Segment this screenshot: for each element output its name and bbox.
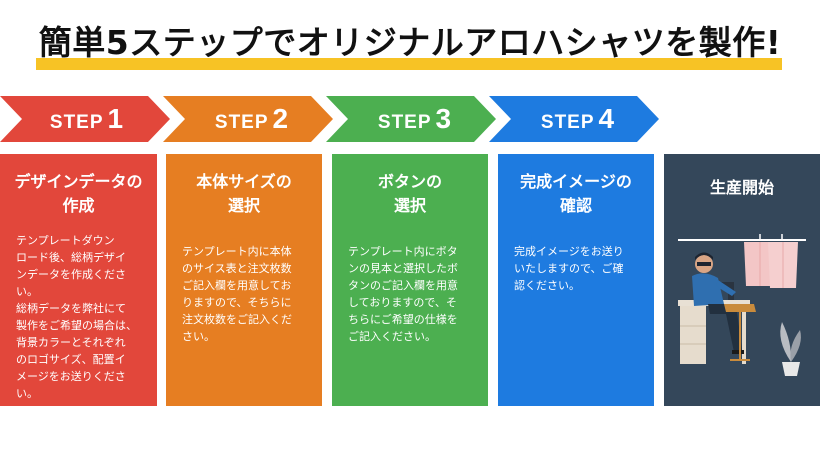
step-3-word: STEP (377, 112, 432, 133)
step-1-card: デザインデータの 作成 テンプレートダウン ロード後、総柄デザイ ンデータを作成… (0, 154, 157, 406)
production-start-title: 生産開始 (709, 178, 774, 197)
title-underline (36, 58, 782, 70)
step-1-body: テンプレートダウン ロード後、総柄デザイ ンデータを作成くださ い。 総柄データ… (16, 234, 137, 400)
step-2-card: 本体サイズの 選択 テンプレート内に本体 のサイス表と注文枚数 ご記入欄を用意し… (166, 154, 322, 406)
step-1-word: STEP (49, 112, 104, 133)
step-4-card: 完成イメージの 確認 完成イメージをお送り いたしますので、ご確 認ください。 (498, 154, 654, 406)
page-title: 簡単5ステップでオリジナルアロハシャツを製作! (38, 23, 782, 62)
step-3-number: 3 (435, 103, 453, 134)
step-3-card: ボタンの 選択 テンプレート内にボタ ンの見本と選択したボ タンのご記入欄を用意… (332, 154, 488, 406)
step-2-word: STEP (214, 112, 269, 133)
step-1-title: デザインデータの 作成 (14, 172, 143, 215)
production-start-card: 生産開始 (664, 154, 820, 406)
step-3-body: テンプレート内にボタ ンの見本と選択したボ タンのご記入欄を用意 しておりますの… (348, 245, 458, 343)
step-2-number: 2 (272, 103, 290, 134)
step-4-word: STEP (540, 112, 595, 133)
step-3-title: ボタンの 選択 (377, 172, 442, 215)
step-1-number: 1 (107, 103, 125, 134)
step-2-body: テンプレート内に本体 のサイス表と注文枚数 ご記入欄を用意してお りますので、そ… (182, 245, 292, 343)
step-2-title: 本体サイズの 選択 (196, 172, 292, 215)
step-4-title: 完成イメージの 確認 (520, 172, 632, 215)
sewing-worker-illustration (678, 234, 806, 376)
step-4-number: 4 (598, 103, 616, 134)
step-4-body: 完成イメージをお送り いたしますので、ご確 認ください。 (514, 245, 624, 292)
